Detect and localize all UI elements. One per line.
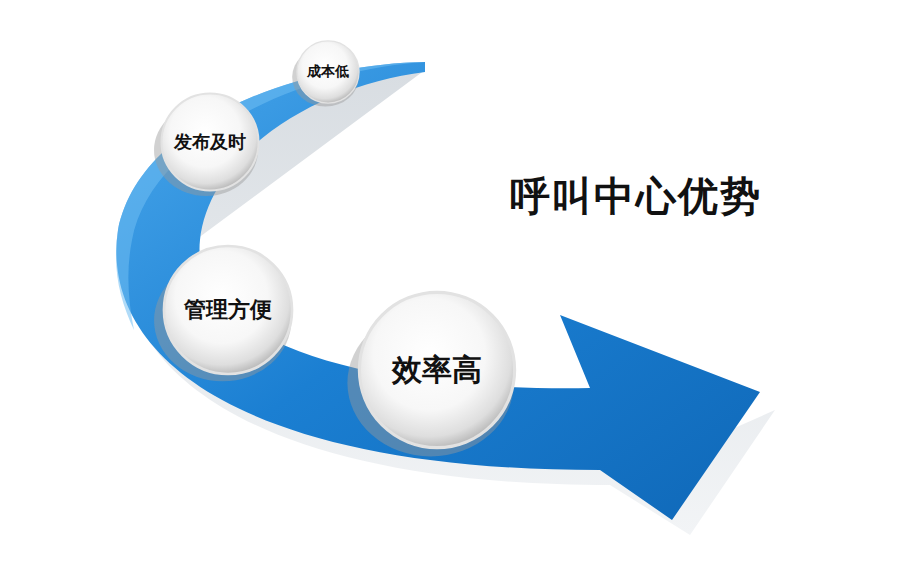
circle-label: 管理方便 <box>184 295 272 325</box>
diagram-title: 呼叫中心优势 <box>510 169 762 224</box>
advantage-circle: 效率高 <box>357 290 517 450</box>
circle-label: 成本低 <box>307 63 349 81</box>
advantage-circle: 发布及时 <box>160 92 260 192</box>
circle-label: 发布及时 <box>174 130 246 154</box>
circle-label: 效率高 <box>392 350 482 391</box>
arrow-body <box>116 62 760 520</box>
advantage-circle: 成本低 <box>296 40 360 104</box>
advantage-circle: 管理方便 <box>162 244 294 376</box>
